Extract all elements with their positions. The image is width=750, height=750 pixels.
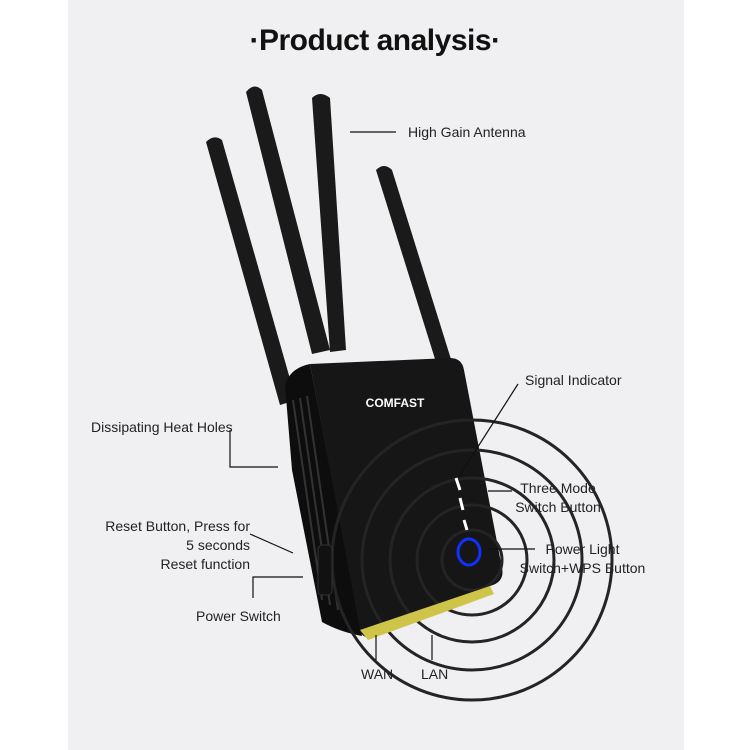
ports-edge bbox=[360, 586, 494, 640]
label-line: Three Mode bbox=[520, 480, 596, 496]
page-title: ·Product analysis· bbox=[249, 24, 501, 57]
label-line: Power Light bbox=[545, 541, 620, 557]
label-high-gain-antenna: High Gain Antenna bbox=[408, 124, 526, 140]
label-heat-holes: Dissipating Heat Holes bbox=[91, 419, 233, 435]
device-front bbox=[310, 358, 503, 638]
power-switch-slot bbox=[317, 544, 333, 596]
label-line: 5 seconds bbox=[186, 537, 250, 553]
label-line: Switch+WPS Button bbox=[519, 560, 646, 576]
label-lan: LAN bbox=[421, 666, 449, 682]
power-wps-button bbox=[456, 537, 482, 567]
antenna-4 bbox=[376, 166, 455, 375]
antenna-3 bbox=[312, 94, 346, 352]
label-wan: WAN bbox=[361, 666, 394, 682]
antenna-2 bbox=[246, 86, 330, 354]
brand-logo: COMFAST bbox=[366, 396, 425, 410]
antennas bbox=[206, 86, 455, 405]
label-line: Switch Button bbox=[515, 499, 601, 515]
callout-lines bbox=[229, 131, 535, 660]
label-signal-indicator: Signal Indicator bbox=[525, 372, 622, 388]
label-power-switch: Power Switch bbox=[196, 608, 281, 624]
antenna-1 bbox=[206, 137, 296, 405]
signal-leds bbox=[454, 477, 469, 531]
label-line: Reset function bbox=[160, 556, 251, 572]
label-line: Reset Button, Press for bbox=[105, 518, 250, 534]
